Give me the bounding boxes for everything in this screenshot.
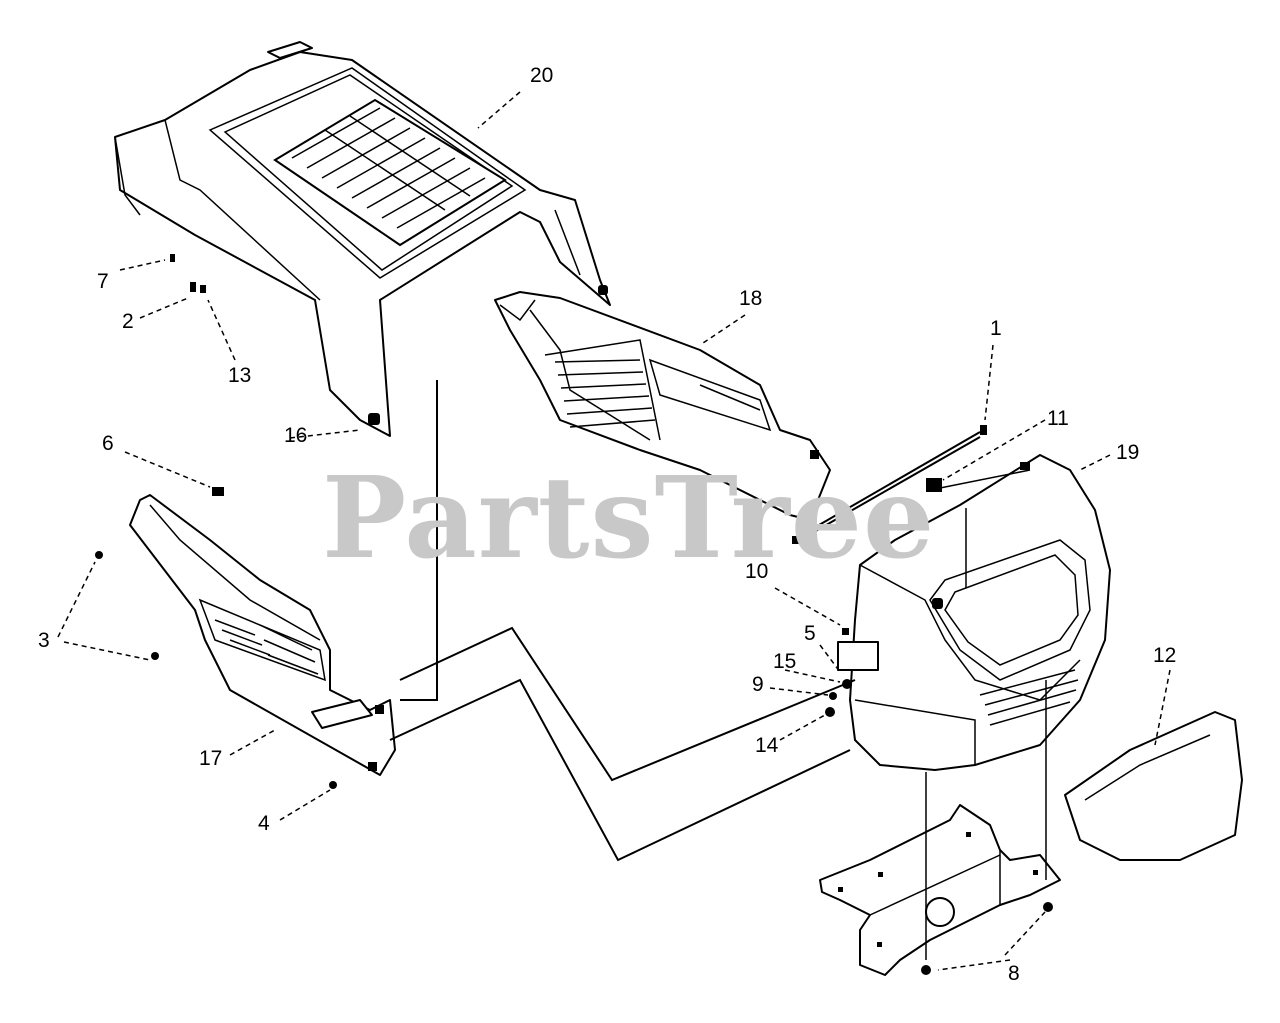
part-12-lens xyxy=(1064,711,1243,861)
callout-19: 19 xyxy=(1116,441,1139,464)
part-18-side-panel-right xyxy=(494,291,831,521)
hardware xyxy=(95,254,1053,975)
hardware-item-11 xyxy=(926,478,942,492)
callout-4: 4 xyxy=(258,812,270,835)
hardware-item-4 xyxy=(329,781,337,789)
part-19-grille-housing xyxy=(849,454,1111,771)
callout-15: 15 xyxy=(773,650,796,673)
hardware-item-3b xyxy=(151,652,159,660)
callout-14: 14 xyxy=(755,734,779,757)
wire-harness xyxy=(389,380,1047,960)
callout-9: 9 xyxy=(752,673,764,696)
callout-16: 16 xyxy=(284,424,307,447)
hardware-item-5 xyxy=(837,641,879,671)
hardware-item-8b xyxy=(1043,902,1053,912)
hardware-item-9 xyxy=(829,692,837,700)
callout-20: 20 xyxy=(530,64,553,87)
hardware-item-2 xyxy=(190,282,196,292)
leader-lines xyxy=(57,91,1171,971)
callout-12: 12 xyxy=(1153,644,1176,667)
hardware-item-6 xyxy=(212,487,224,496)
callout-8: 8 xyxy=(1008,962,1020,985)
part-20-hood xyxy=(114,41,611,437)
hardware-item-13 xyxy=(200,285,206,293)
front-bracket xyxy=(819,804,1061,976)
callout-2: 2 xyxy=(122,310,134,333)
watermark: PartsTree xyxy=(322,453,935,584)
part-17-side-panel-left xyxy=(129,494,396,776)
callout-10: 10 xyxy=(745,560,768,583)
hardware-item-14 xyxy=(825,707,835,717)
callout-6: 6 xyxy=(102,432,114,455)
callout-11: 11 xyxy=(1047,407,1069,430)
hardware-item-10 xyxy=(842,628,849,635)
hardware-item-1 xyxy=(980,425,987,435)
callout-18: 18 xyxy=(739,287,762,310)
hardware-item-8a xyxy=(921,965,931,975)
hardware-item-15 xyxy=(842,679,852,689)
callouts: 20 7 2 13 16 6 3 17 4 18 1 11 19 10 5 15… xyxy=(38,64,1176,985)
callout-17: 17 xyxy=(199,747,222,770)
callout-13: 13 xyxy=(228,364,251,387)
hood-grille xyxy=(273,98,507,247)
callout-7: 7 xyxy=(97,270,109,293)
callout-5: 5 xyxy=(804,622,816,645)
callout-3: 3 xyxy=(38,629,50,652)
hardware-tie xyxy=(792,536,802,544)
hardware-item-7 xyxy=(170,254,175,262)
callout-1: 1 xyxy=(990,317,1002,340)
hardware-item-3a xyxy=(95,551,103,559)
